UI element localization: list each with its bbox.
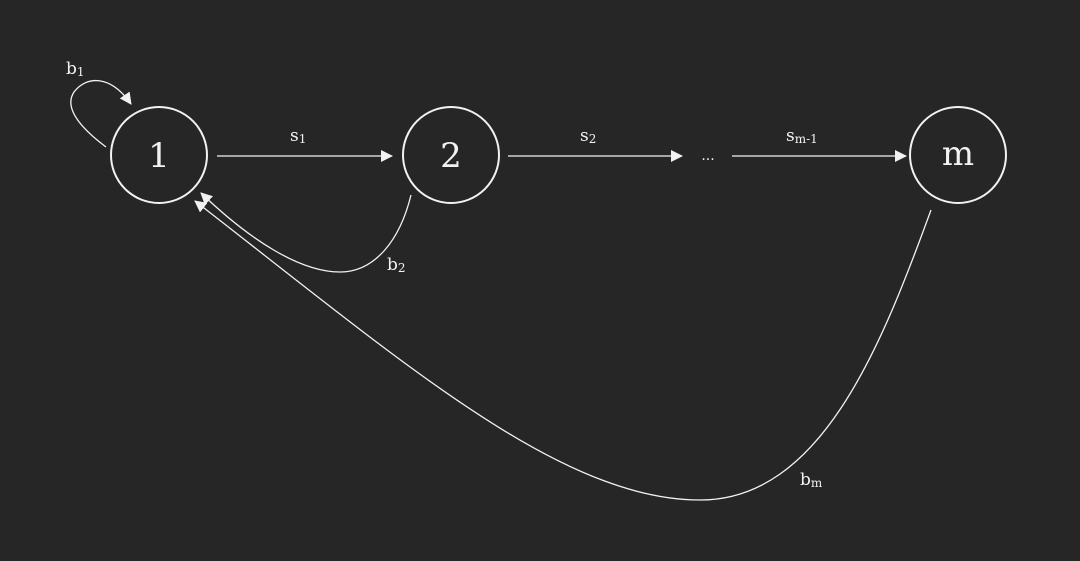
edge-label-b1: b1 [66, 59, 85, 79]
edge-label-s2: s2 [580, 126, 596, 146]
node-m-circle [909, 106, 1007, 204]
edge-b1 [70, 79, 132, 148]
node-2-circle [402, 106, 500, 204]
node-2-label: 2 [440, 136, 462, 176]
node-1-circle [110, 106, 208, 204]
edge-label-bm: bm [800, 470, 823, 490]
edge-b2 [200, 192, 412, 273]
edge-bm [194, 200, 932, 501]
edge-label-b2: b2 [387, 255, 406, 275]
node-m-label: m [942, 134, 974, 174]
node-1: 1 [110, 106, 208, 204]
node-m: m [909, 106, 1007, 204]
node-1-label: 1 [148, 136, 170, 176]
ellipsis-text: ... [701, 148, 714, 164]
edge-label-s1: s1 [290, 126, 306, 146]
edge-label-sm1: sm-1 [786, 126, 818, 146]
node-2: 2 [402, 106, 500, 204]
